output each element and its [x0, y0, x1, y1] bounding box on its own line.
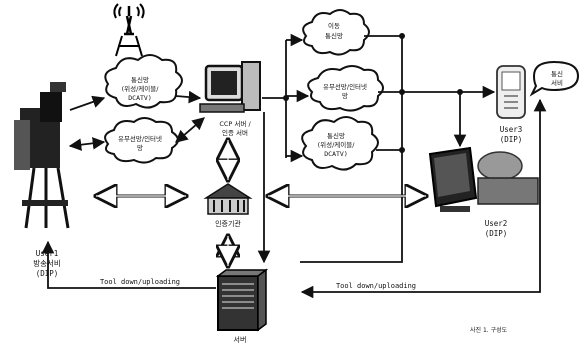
- svg-text:(DIP): (DIP): [36, 269, 59, 278]
- svg-text:서비: 서비: [551, 78, 563, 87]
- svg-text:User2: User2: [485, 219, 508, 228]
- broadcast-camera-icon: [14, 82, 68, 228]
- svg-text:방송서비: 방송서비: [33, 258, 61, 268]
- svg-text:(DIP): (DIP): [485, 229, 508, 238]
- television-icon: [430, 148, 476, 212]
- svg-text:통신망: 통신망: [131, 75, 149, 84]
- svg-text:(위성/케이블/: (위성/케이블/: [318, 140, 356, 149]
- svg-text:DCATV): DCATV): [324, 150, 347, 158]
- broadcast-tower-icon: [114, 4, 143, 56]
- cloud-mid-left: 유무선망/인터넷 망: [105, 118, 178, 163]
- svg-text:CCP 서버 /: CCP 서버 /: [219, 119, 251, 128]
- auth-org-label: 인증기관: [215, 219, 241, 228]
- cloud-mid-right: 유무선망/인터넷 망: [308, 66, 383, 111]
- left-link-label: Tool down/uploading: [100, 278, 180, 286]
- svg-text:이동: 이동: [328, 21, 340, 30]
- speech-bubble: 통신 서비: [532, 62, 578, 94]
- figure-caption: 사진 1. 구성도: [470, 326, 508, 334]
- user1-label: User1 방송서비 (DIP): [33, 249, 61, 278]
- svg-text:User3: User3: [500, 125, 523, 134]
- user2-label: User2 (DIP): [485, 219, 508, 238]
- svg-text:통신: 통신: [551, 69, 563, 78]
- mobile-phone-icon: [497, 66, 525, 118]
- svg-text:유무선망/인터넷: 유무선망/인터넷: [323, 82, 367, 91]
- user3-label: User3 (DIP): [500, 125, 523, 144]
- server-label: 서버: [234, 335, 247, 344]
- svg-text:유무선망/인터넷: 유무선망/인터넷: [118, 134, 162, 143]
- cloud-top-right: 이동 통신망: [303, 10, 369, 55]
- ccp-server-icon: [200, 62, 260, 112]
- svg-text:인증 서버: 인증 서버: [222, 128, 248, 137]
- svg-text:통신망: 통신망: [327, 131, 345, 140]
- svg-text:User1: User1: [36, 249, 59, 258]
- set-top-box-icon: [478, 152, 538, 204]
- cloud-top-left: 통신망 (위성/케이블/ DCATV): [105, 55, 182, 108]
- svg-text:통신망: 통신망: [325, 31, 343, 40]
- svg-text:망: 망: [137, 143, 143, 152]
- ccp-server-label: CCP 서버 / 인증 서버: [219, 119, 251, 137]
- server-tower-icon: [218, 270, 266, 330]
- cloud-low-right: 통신망 (위성/케이블/ DCATV): [302, 117, 378, 170]
- svg-text:망: 망: [342, 91, 348, 100]
- svg-text:DCATV): DCATV): [128, 94, 151, 102]
- right-link-label: Tool down/uploading: [336, 282, 416, 290]
- auth-org-building-icon: [206, 184, 250, 214]
- svg-text:(위성/케이블/: (위성/케이블/: [122, 84, 160, 93]
- svg-text:(DIP): (DIP): [500, 135, 523, 144]
